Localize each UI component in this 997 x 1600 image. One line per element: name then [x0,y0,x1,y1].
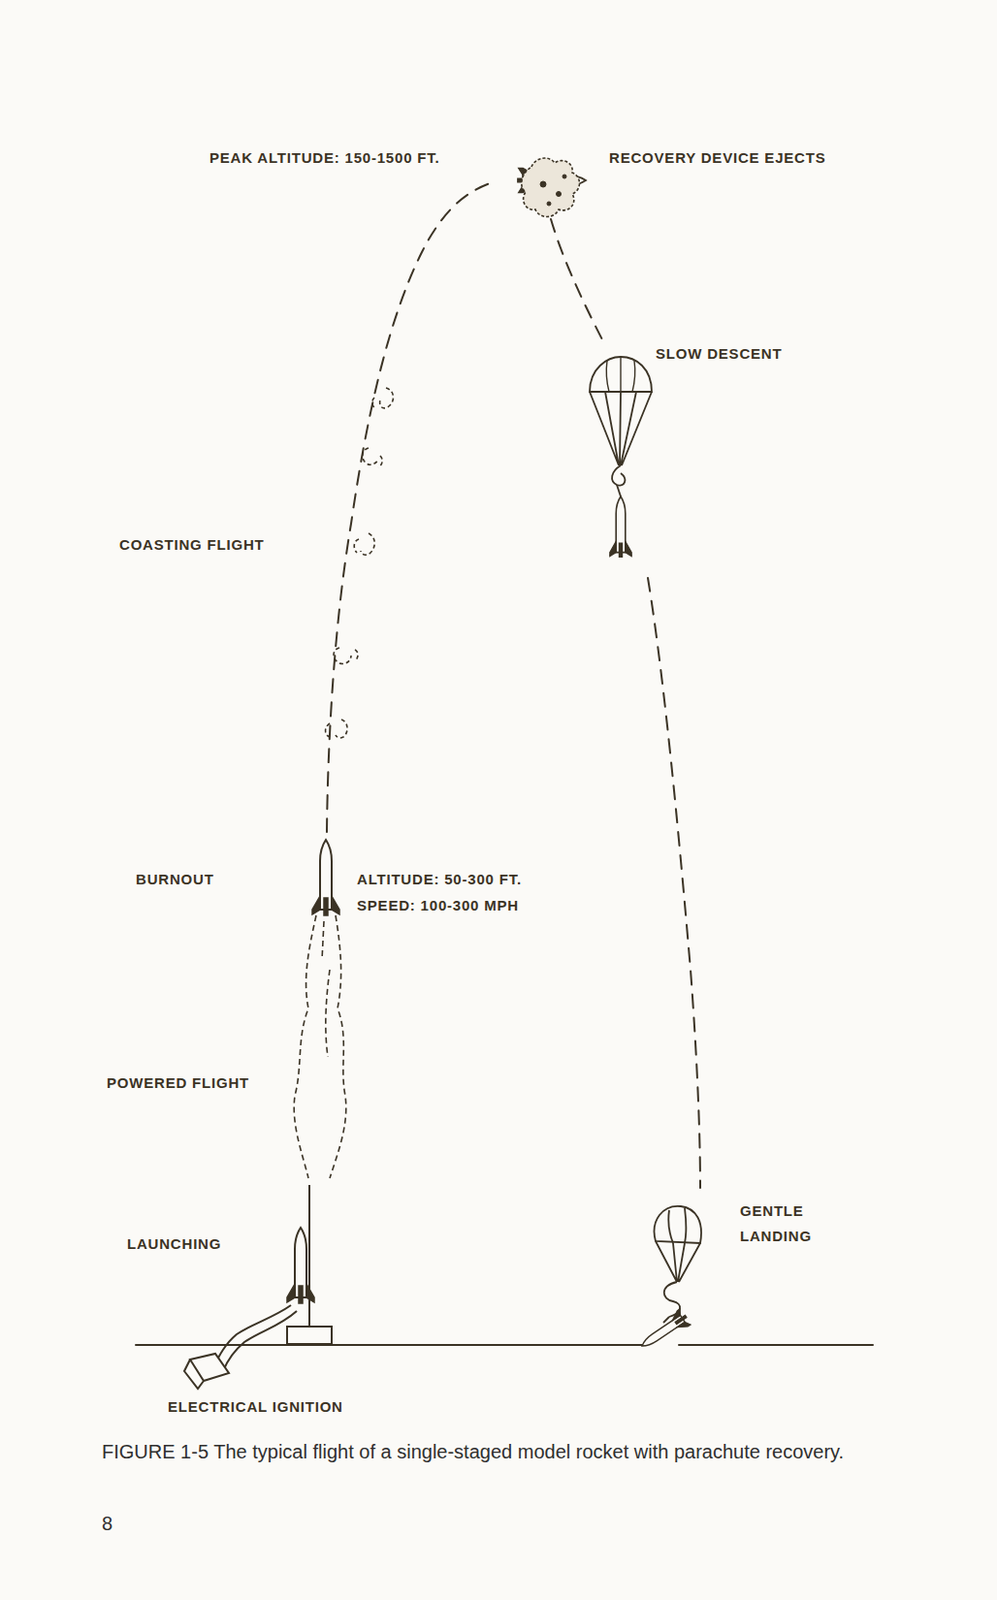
rocket-launch [287,1227,315,1304]
igniter-box [184,1353,229,1389]
exhaust-smoke [293,915,347,1179]
smoke-puffs [325,387,394,739]
descent-path [647,578,701,1189]
altitude-label: ALTITUDE: 50-300 FT. [356,867,522,893]
ignition-wire [223,1311,297,1372]
landing-label: GENTLE LANDING [739,1198,847,1251]
powered-label: POWERED FLIGHT [106,1070,250,1096]
ejection-cloud [521,158,580,217]
launch-pad [287,1326,332,1345]
descent-label: SLOW DESCENT [655,341,782,367]
rocket-burnout [312,839,340,916]
launch-rod [308,1185,311,1327]
rocket-landed [637,1308,692,1354]
speed-label: SPEED: 100-300 MPH [356,893,519,919]
ignition-wire [213,1305,291,1368]
burnout-label: BURNOUT [135,867,215,893]
launch-label: LAUNCHING [127,1231,222,1257]
coast-label: COASTING FLIGHT [119,532,265,558]
ejection-detail [540,174,567,206]
descent-path [550,219,607,348]
figure-caption: FIGURE 1-5 The typical flight of a singl… [101,1439,907,1466]
rocket-descent [610,496,632,557]
parachute-descent [589,356,652,497]
parachute-landed [654,1206,702,1323]
ground-line [135,1344,873,1347]
peak-label: PEAK ALTITUDE: 150-1500 FT. [209,145,440,171]
ejection-label: RECOVERY DEVICE EJECTS [609,145,827,171]
page-number: 8 [101,1511,113,1538]
ignition-label: ELECTRICAL IGNITION [167,1394,344,1420]
ascent-path [326,182,493,833]
